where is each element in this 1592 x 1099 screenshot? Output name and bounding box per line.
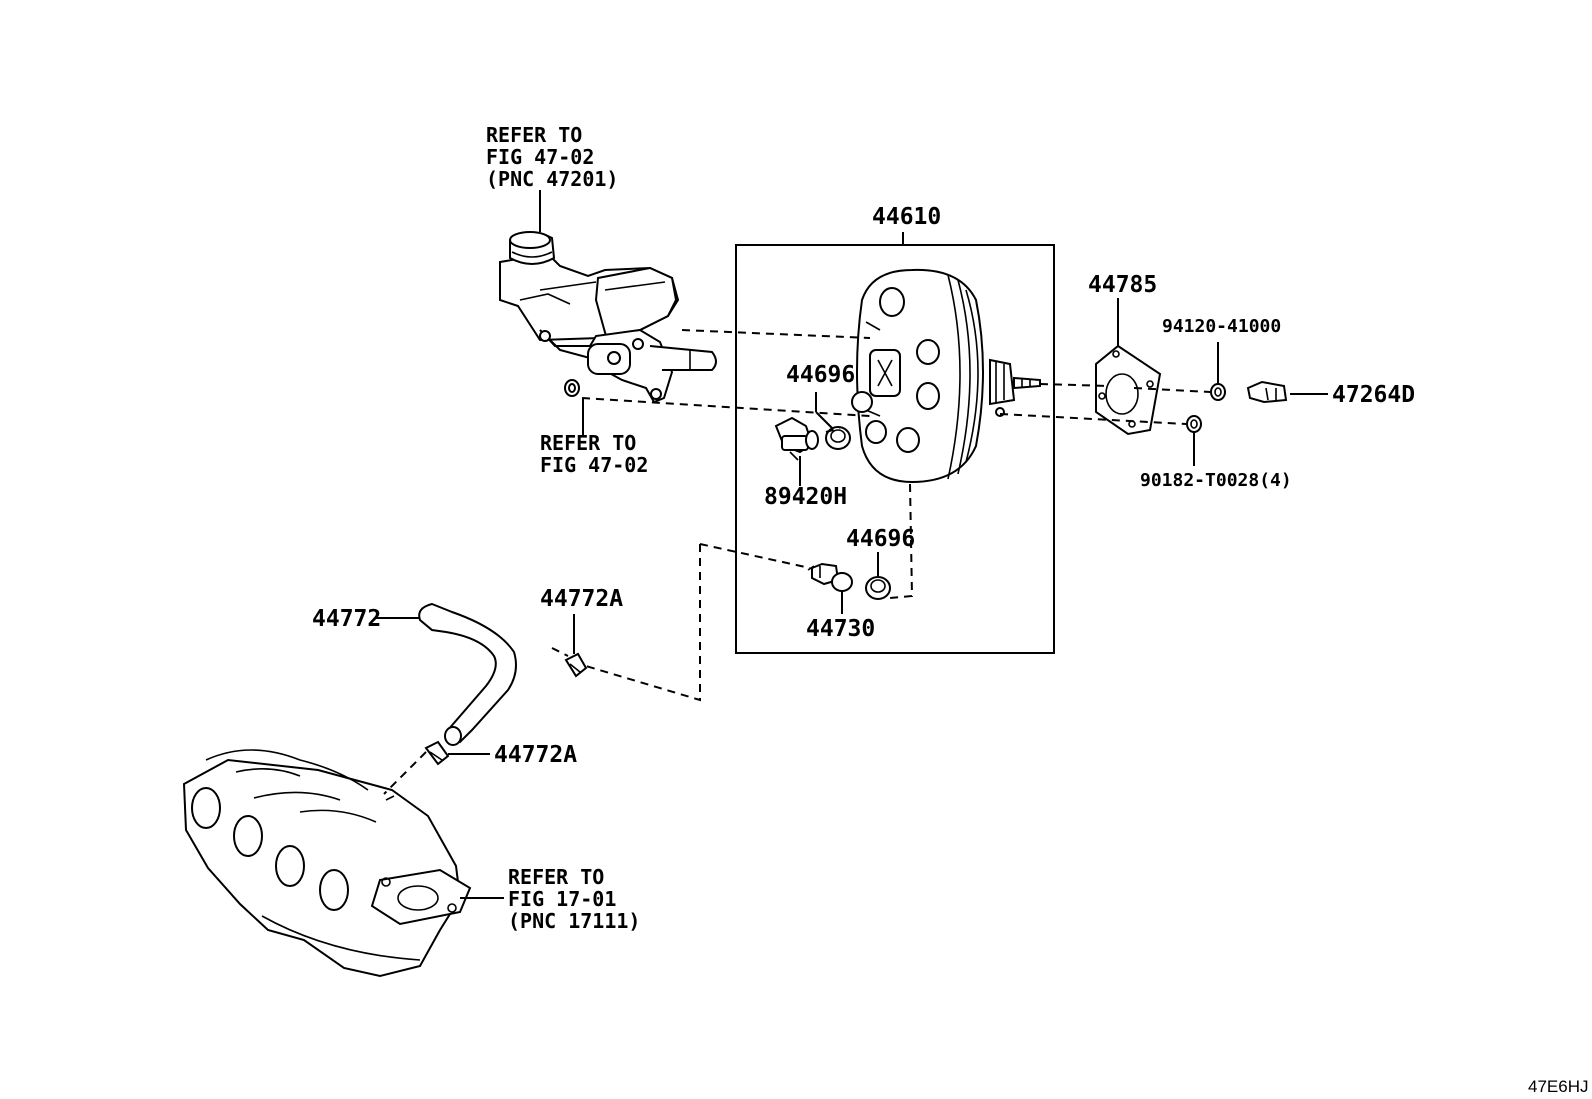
part-label-44696-lower[interactable]: 44696 bbox=[846, 526, 915, 552]
master-cylinder-illustration bbox=[499, 231, 717, 404]
part-label-89420h[interactable]: 89420H bbox=[764, 484, 847, 510]
part-label-94120-41000[interactable]: 94120-41000 bbox=[1162, 316, 1281, 337]
part-label-44772[interactable]: 44772 bbox=[312, 606, 381, 632]
master-cylinder-ref-line1: REFER TO bbox=[486, 123, 582, 147]
hose-clip-lower-illustration bbox=[424, 740, 450, 766]
vacuum-sensor-illustration bbox=[774, 416, 819, 461]
master-cylinder-ref-line2: FIG 47-02 bbox=[486, 145, 594, 169]
part-label-44610[interactable]: 44610 bbox=[872, 204, 941, 230]
part-label-44696-upper[interactable]: 44696 bbox=[786, 362, 855, 388]
grommet-upper-illustration bbox=[825, 426, 851, 450]
bolt-illustration bbox=[1186, 415, 1202, 433]
gasket-illustration bbox=[1095, 344, 1162, 436]
clevis-illustration bbox=[1246, 380, 1288, 404]
part-label-44785[interactable]: 44785 bbox=[1088, 272, 1157, 298]
master-cylinder-nut-illustration bbox=[564, 379, 580, 397]
master-cylinder-nut-ref-line2: FIG 47-02 bbox=[540, 453, 648, 477]
part-label-44772a-lower[interactable]: 44772A bbox=[494, 742, 577, 768]
grommet-lower-illustration bbox=[865, 576, 891, 600]
vacuum-hose-illustration bbox=[418, 602, 517, 746]
intake-manifold-illustration bbox=[182, 749, 472, 978]
master-cylinder-ref-line3: (PNC 47201) bbox=[486, 167, 618, 191]
brake-booster-illustration bbox=[851, 268, 1041, 484]
part-label-47264d[interactable]: 47264D bbox=[1332, 382, 1415, 408]
part-label-44730[interactable]: 44730 bbox=[806, 616, 875, 642]
intake-manifold-ref-line3: (PNC 17111) bbox=[508, 909, 640, 933]
connection-lines bbox=[383, 329, 1211, 795]
leader-lines bbox=[376, 190, 1328, 899]
intake-manifold-ref-line2: FIG 17-01 bbox=[508, 887, 616, 911]
intake-manifold-ref-line1: REFER TO bbox=[508, 865, 604, 889]
part-label-90182-t0028[interactable]: 90182-T0028(4) bbox=[1140, 470, 1292, 491]
nut-illustration bbox=[1210, 383, 1226, 401]
hose-clip-upper-illustration bbox=[564, 652, 588, 678]
part-label-44772a-upper[interactable]: 44772A bbox=[540, 586, 623, 612]
check-valve-illustration bbox=[807, 562, 853, 592]
booster-assembly-frame bbox=[735, 244, 1055, 654]
diagram-code: 47E6HJ bbox=[1528, 1077, 1588, 1096]
master-cylinder-nut-ref-line1: REFER TO bbox=[540, 431, 636, 455]
